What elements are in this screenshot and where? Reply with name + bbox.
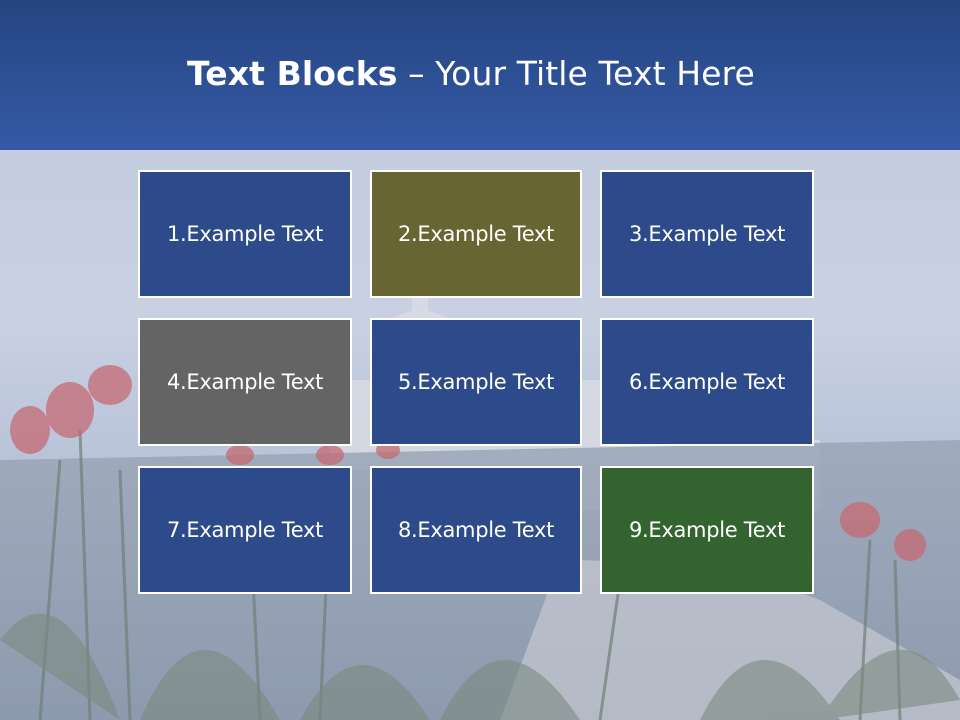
text-block-4[interactable]: 4.Example Text <box>138 318 352 446</box>
text-block-1[interactable]: 1.Example Text <box>138 170 352 298</box>
text-block-7[interactable]: 7.Example Text <box>138 466 352 594</box>
title-dash: – <box>397 54 436 93</box>
text-block-2[interactable]: 2.Example Text <box>370 170 582 298</box>
text-block-3[interactable]: 3.Example Text <box>600 170 814 298</box>
text-block-8[interactable]: 8.Example Text <box>370 466 582 594</box>
text-block-5[interactable]: 5.Example Text <box>370 318 582 446</box>
title-bold-part: Text Blocks <box>187 54 398 93</box>
title-regular-part: Your Title Text Here <box>435 54 755 93</box>
text-block-6[interactable]: 6.Example Text <box>600 318 814 446</box>
text-block-9[interactable]: 9.Example Text <box>600 466 814 594</box>
title-band <box>0 0 960 150</box>
text-blocks-grid: 1.Example Text 2.Example Text 3.Example … <box>138 170 814 594</box>
page-title: Text Blocks – Your Title Text Here <box>0 54 942 93</box>
